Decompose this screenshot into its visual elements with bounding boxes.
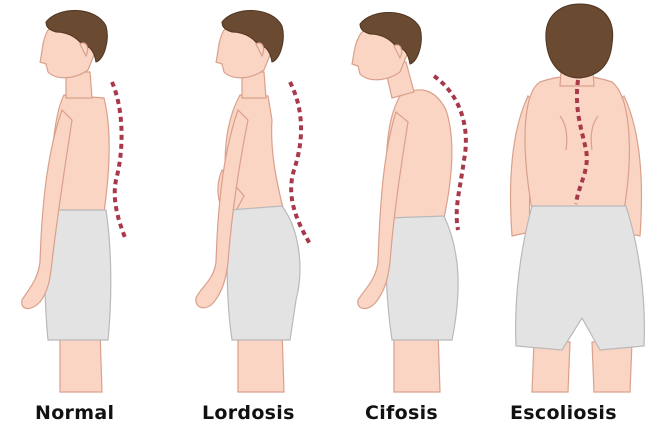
shorts [516,206,645,350]
label-escoliosis: Escoliosis [510,402,617,424]
shorts [227,206,300,340]
figure-cifosis [352,12,466,392]
spine-line [290,82,310,244]
hair [546,4,613,78]
label-normal: Normal [35,402,114,424]
figures-illustration: .skin { fill: #fbd5c4; stroke: #d9a08c; … [0,0,649,400]
label-lordosis: Lordosis [202,402,295,424]
spine-line [112,82,126,240]
label-cifosis: Cifosis [365,402,438,424]
figure-escoliosis [511,4,645,392]
figure-lordosis [196,10,310,392]
figure-normal [22,10,126,392]
shorts [386,216,458,340]
